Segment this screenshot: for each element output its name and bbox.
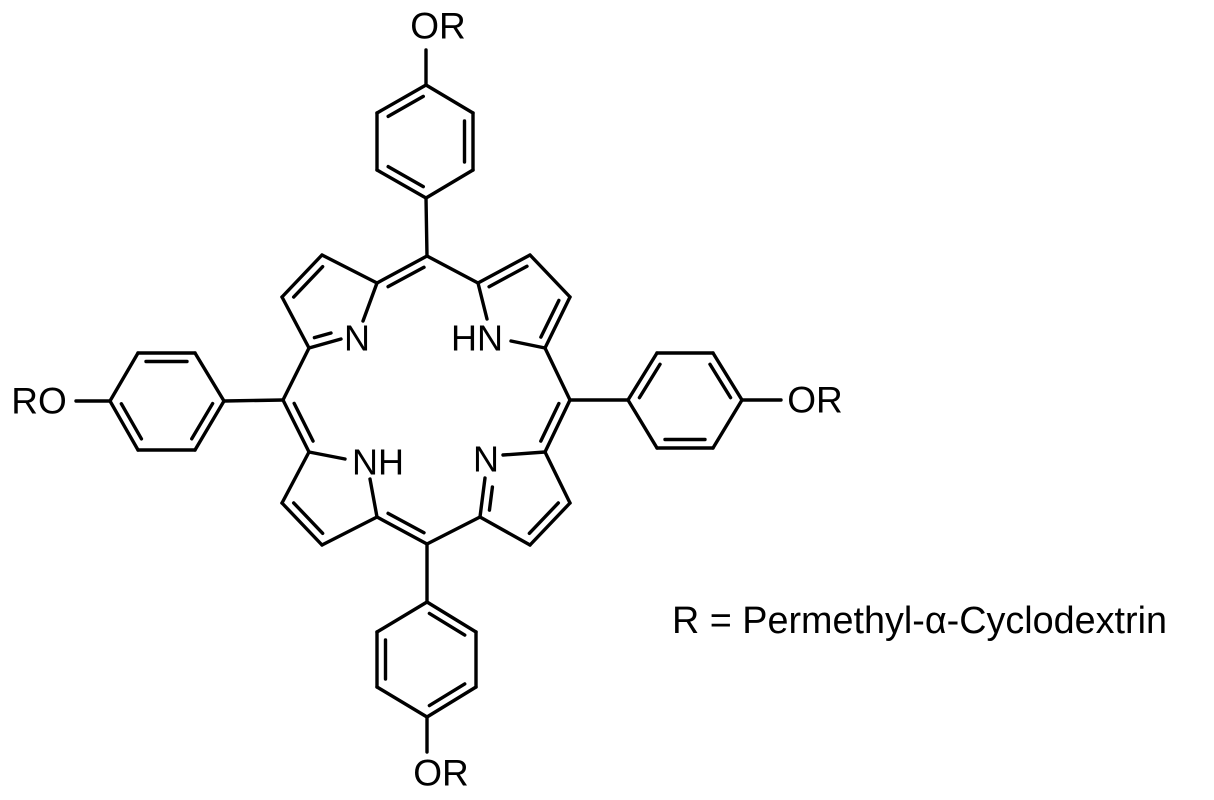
nitrogen-label-top-right: HN (451, 318, 503, 359)
double-bond (280, 501, 324, 547)
double-bond-inner-line (637, 362, 662, 400)
double-bond (281, 398, 311, 454)
double-bond-inner-line (386, 94, 425, 119)
double-bond-inner-line (119, 402, 144, 441)
bond-layer (74, 48, 783, 754)
single-bond (375, 600, 429, 634)
double-bond-inner-line (539, 298, 561, 339)
single-bond (193, 351, 226, 403)
double-bond-inner-line (291, 501, 325, 536)
double-bond (543, 398, 572, 454)
single-bond (424, 168, 475, 200)
double-bond (478, 476, 487, 519)
double-bond-inner-line (427, 611, 467, 637)
single-bond (478, 515, 532, 547)
single-bond (280, 295, 311, 350)
double-bond (528, 501, 572, 547)
single-bond (543, 450, 572, 505)
single-bond (509, 339, 547, 350)
single-bond (528, 253, 572, 299)
double-bond (307, 337, 343, 350)
single-bond (375, 685, 429, 719)
double-bond (425, 685, 478, 719)
double-bond-inner-line (292, 401, 315, 443)
single-bond (320, 253, 379, 285)
single-bond (108, 351, 140, 403)
substituent-label-left: RO (11, 381, 67, 422)
double-bond-inner-line (708, 362, 733, 400)
double-bond-inner-line (386, 265, 426, 289)
single-bond (476, 281, 489, 321)
double-bond (375, 254, 429, 285)
substituent-label-right: OR (787, 380, 843, 421)
double-bond-inner-line (539, 401, 561, 443)
double-bond (280, 253, 324, 299)
double-bond-inner-line (291, 264, 325, 299)
single-bond (368, 477, 379, 519)
single-bond (361, 281, 379, 323)
single-bond (281, 346, 311, 402)
double-bond-inner-line (386, 511, 426, 535)
nitrogen-label-bottom-right: N (473, 439, 499, 480)
single-bond (543, 346, 572, 402)
double-bond (425, 600, 478, 634)
double-bond-inner-line (386, 164, 425, 189)
single-bond (307, 450, 347, 461)
double-bond-inner-line (487, 485, 495, 512)
single-bond (424, 83, 475, 115)
single-bond (626, 398, 659, 450)
double-bond (626, 351, 659, 402)
single-bond (501, 450, 547, 457)
double-bond (711, 351, 744, 402)
substituent-label-top: OR (410, 6, 466, 47)
nitrogen-label-bottom-left: NH (352, 442, 404, 483)
single-bond (424, 196, 429, 258)
single-bond (320, 515, 379, 547)
double-bond (108, 399, 140, 452)
double-bond (375, 515, 429, 546)
single-bond (425, 254, 480, 285)
single-bond (711, 398, 744, 450)
double-bond-inner-line (527, 501, 561, 536)
double-bond (193, 399, 226, 452)
single-bond (222, 398, 285, 403)
single-bond (425, 515, 482, 546)
atom-label-layer: OR RO OR OR N HN NH N R = Permethyl-α-Cy… (11, 6, 1167, 794)
double-bond (375, 83, 428, 115)
r-group-definition-caption: R = Permethyl-α-Cyclodextrin (672, 600, 1167, 642)
single-bond (280, 450, 311, 505)
nitrogen-label-top-left: N (344, 318, 370, 359)
double-bond-inner-line (190, 401, 215, 441)
double-bond (375, 168, 428, 200)
double-bond-inner-line (427, 682, 467, 708)
substituent-label-bottom: OR (413, 753, 469, 794)
double-bond (543, 295, 572, 350)
double-bond-inner-line (487, 264, 529, 289)
double-bond (476, 253, 532, 285)
double-bond-inner-line (312, 331, 333, 340)
